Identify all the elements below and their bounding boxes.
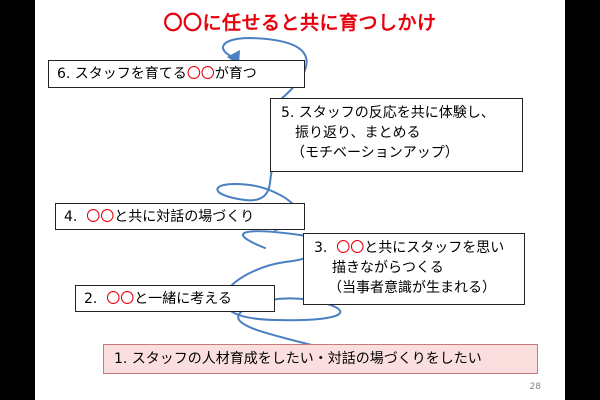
step-6-box: 6. スタッフを育てる〇〇が育つ xyxy=(48,60,305,88)
step-5-line1: 5. スタッフの反応を共に体験し、 xyxy=(281,105,495,121)
step-5-line2: 振り返り、まとめる xyxy=(295,125,421,141)
step-2-mark: 〇〇 xyxy=(106,291,135,307)
step-6-prefix: 6. スタッフを育てる xyxy=(57,66,187,82)
step-3-mark: 〇〇 xyxy=(336,240,365,256)
step-6-suffix: が育つ xyxy=(214,66,257,82)
step-3-suffix: と共にスタッフを思い xyxy=(364,240,505,256)
slide: 〇〇に任せると共に育つしかけ 6. スタッフを育てる〇〇が育つ 5. スタッフの… xyxy=(35,0,565,400)
step-4-mark: 〇〇 xyxy=(86,209,115,225)
step-1-text: 1. スタッフの人材育成をしたい・対話の場づくりをしたい xyxy=(114,351,482,367)
slide-title: 〇〇に任せると共に育つしかけ xyxy=(163,12,437,34)
page-number: 28 xyxy=(529,382,541,392)
step-5-box: 5. スタッフの反応を共に体験し、 振り返り、まとめる （モチベーションアップ） xyxy=(270,98,523,172)
step-1-box: 1. スタッフの人材育成をしたい・対話の場づくりをしたい xyxy=(103,344,538,374)
step-3-box: 3. 〇〇と共にスタッフを思い 描きながらつくる （当事者意識が生まれる） xyxy=(303,233,525,305)
step-4-box: 4. 〇〇と共に対話の場づくり xyxy=(55,203,305,230)
step-2-prefix: 2. xyxy=(84,291,107,307)
step-2-suffix: と一緒に考える xyxy=(134,291,232,307)
step-4-prefix: 4. xyxy=(64,209,87,225)
step-3-prefix: 3. xyxy=(314,240,337,256)
step-4-suffix: と共に対話の場づくり xyxy=(114,209,255,225)
step-5-line3: （モチベーションアップ） xyxy=(291,145,459,161)
step-3-line2: 描きながらつくる xyxy=(332,260,444,276)
step-3-line3: （当事者意識が生まれる） xyxy=(328,280,496,296)
step-6-mark: 〇〇 xyxy=(186,66,215,82)
step-2-box: 2. 〇〇と一緒に考える xyxy=(75,285,275,312)
